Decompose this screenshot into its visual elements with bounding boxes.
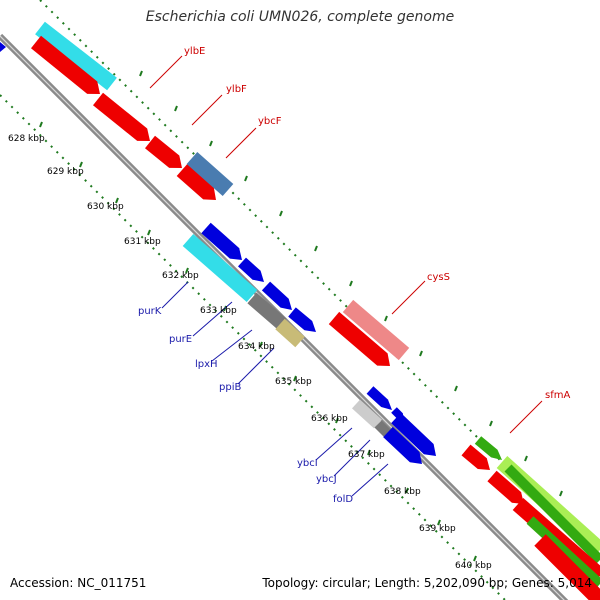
gene-feature[interactable]: [145, 135, 182, 168]
tick-label: 631 kbp: [124, 237, 161, 247]
gene-feature[interactable]: [182, 234, 258, 302]
gene-feature[interactable]: [366, 386, 392, 410]
gene-label-cysS[interactable]: cysS: [427, 272, 450, 283]
gene-feature[interactable]: [275, 318, 305, 348]
gene-feature[interactable]: [534, 534, 600, 600]
tick-label: 632 kbp: [162, 271, 199, 281]
gene-label-ylbF[interactable]: ylbF: [226, 84, 247, 95]
gene-feature[interactable]: [238, 257, 264, 282]
forward-callouts: [149, 55, 543, 434]
gene-feature[interactable]: [247, 292, 287, 330]
gene-feature[interactable]: [504, 464, 600, 564]
gene-feature[interactable]: [342, 299, 410, 361]
gene-feature[interactable]: [261, 281, 292, 310]
gene-label-sfmA[interactable]: sfmA: [545, 390, 570, 401]
gene-feature[interactable]: [186, 152, 234, 196]
gene-feature[interactable]: [35, 21, 117, 91]
gene-feature[interactable]: [31, 35, 100, 94]
tick-label: 629 kbp: [47, 167, 84, 177]
gene-feature[interactable]: [474, 436, 502, 460]
tick-label: 635 kbp: [275, 377, 312, 387]
reverse-callouts: [161, 281, 389, 497]
tick-label: 634 kbp: [238, 342, 275, 352]
reverse-gene-labels: purK purE lpxH ppiB ybcI ybcJ folD: [138, 306, 353, 505]
gene-feature[interactable]: [176, 164, 216, 200]
tick-label: 639 kbp: [419, 524, 456, 534]
gene-feature[interactable]: [93, 92, 150, 141]
tick-label: 636 kbp: [311, 414, 348, 424]
gene-features: [31, 21, 600, 600]
genome-summary-text: Topology: circular; Length: 5,202,090 bp…: [262, 576, 592, 590]
gene-feature[interactable]: [391, 412, 436, 456]
accession-text: Accession: NC_011751: [10, 576, 147, 590]
gene-feature[interactable]: [383, 426, 422, 464]
gene-feature[interactable]: [288, 307, 316, 332]
outer-ticks: [139, 70, 563, 497]
gene-label-ybcF[interactable]: ybcF: [258, 116, 282, 127]
gene-label-purE[interactable]: purE: [169, 334, 192, 345]
map-title: Escherichia coli UMN026, complete genome: [145, 9, 455, 25]
gene-label-ppiB[interactable]: ppiB: [219, 382, 241, 393]
gene-feature[interactable]: [352, 399, 382, 429]
tick-labels: 628 kbp 629 kbp 630 kbp 631 kbp 632 kbp …: [8, 134, 492, 571]
gene-label-lpxH[interactable]: lpxH: [195, 359, 218, 370]
gene-label-ylbE[interactable]: ylbE: [184, 46, 205, 57]
tick-label: 630 kbp: [87, 202, 124, 212]
gene-feature[interactable]: [461, 444, 491, 470]
tick-label: 637 kbp: [348, 450, 385, 460]
gene-feature[interactable]: [201, 222, 242, 260]
gene-label-ybcI[interactable]: ybcI: [297, 458, 318, 469]
gene-feature[interactable]: [328, 311, 390, 366]
tick-label: 640 kbp: [455, 561, 492, 571]
gene-feature[interactable]: [487, 470, 524, 504]
tick-label: 628 kbp: [8, 134, 45, 144]
gene-feature-edge: [0, 42, 6, 52]
gene-label-ybcJ[interactable]: ybcJ: [316, 474, 337, 485]
tick-label: 638 kbp: [384, 487, 421, 497]
gene-label-folD[interactable]: folD: [333, 494, 353, 505]
tick-label: 633 kbp: [200, 306, 237, 316]
gene-label-purK[interactable]: purK: [138, 306, 162, 317]
forward-gene-labels: ylbE ylbF ybcF cysS sfmA: [184, 46, 570, 401]
